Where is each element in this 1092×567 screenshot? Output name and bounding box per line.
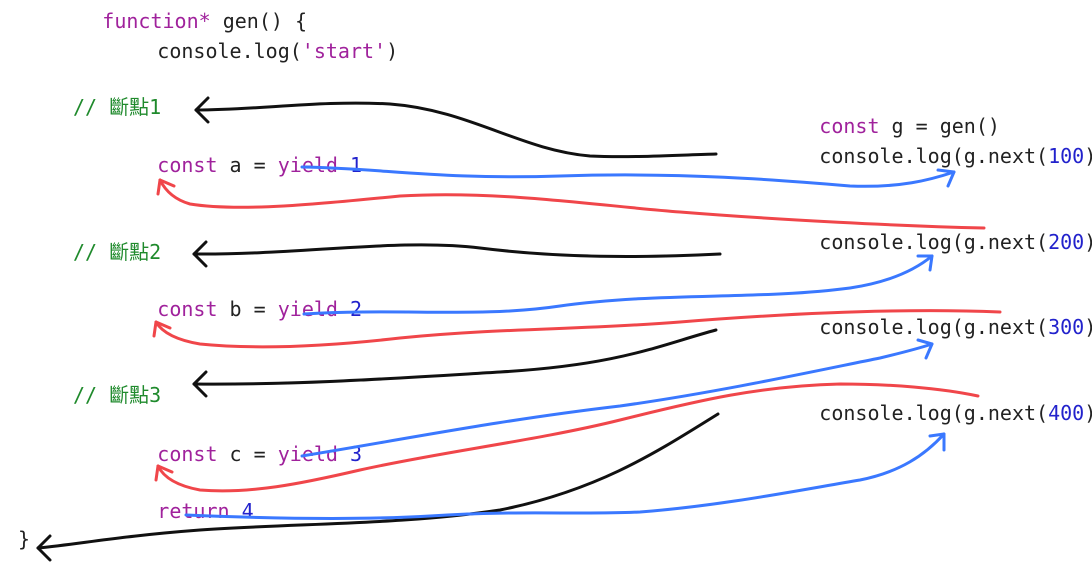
yield-1-line: const a = yield 1 (73, 153, 422, 177)
closing-brace: } (18, 527, 30, 551)
console-start-line: console.log('start') (73, 39, 458, 63)
function-keyword: function* (102, 9, 210, 33)
gen-init-line: const g = gen() (735, 114, 1060, 138)
function-signature-line: function* gen() { (18, 9, 367, 33)
black-arrow-2-head (192, 240, 208, 268)
black-arrow-4 (36, 412, 720, 550)
caller-code: const g = gen() console.log(g.next(100))… (735, 114, 1092, 425)
red-arrow-3-head (154, 464, 174, 482)
comment-breakpoint-3: // 斷點3 (73, 383, 161, 407)
blue-arrow-2 (302, 254, 934, 316)
black-arrow-1 (194, 101, 718, 159)
blue-arrow-3-head (916, 338, 934, 360)
red-arrow-1-head (156, 178, 176, 196)
function-name: gen() { (211, 9, 307, 33)
blue-arrow-4-head (928, 432, 946, 452)
red-arrow-2-head (152, 320, 172, 338)
pause-arrows (36, 96, 722, 562)
generator-code: function* gen() { console.log('start') /… (18, 9, 458, 551)
black-arrow-4-head (36, 534, 52, 562)
black-arrow-3-head (192, 370, 208, 398)
black-arrow-3 (192, 328, 718, 386)
argument-arrows (152, 178, 1002, 493)
yield-arrows (184, 165, 956, 521)
next-call-200: console.log(g.next(200)) (735, 230, 1092, 254)
next-call-100: console.log(g.next(100)) (735, 144, 1092, 168)
next-call-400: console.log(g.next(400)) (735, 401, 1092, 425)
red-arrow-2 (154, 309, 1002, 349)
blue-arrow-3 (300, 342, 934, 458)
red-arrow-1 (158, 178, 986, 230)
black-arrow-1-head (194, 96, 210, 124)
return-line: return 4 (73, 499, 314, 523)
black-arrow-2 (192, 243, 722, 258)
comment-breakpoint-2: // 斷點2 (73, 240, 161, 264)
blue-arrow-1-head (936, 168, 956, 188)
blue-arrow-2-head (916, 254, 934, 272)
blue-arrow-4 (184, 432, 946, 521)
blue-arrow-1 (300, 165, 956, 188)
start-string: 'start' (302, 39, 386, 63)
yield-2-line: const b = yield 2 (73, 297, 422, 321)
comment-breakpoint-1: // 斷點1 (73, 95, 161, 119)
next-call-300: console.log(g.next(300)) (735, 315, 1092, 339)
red-arrow-3 (156, 382, 980, 493)
